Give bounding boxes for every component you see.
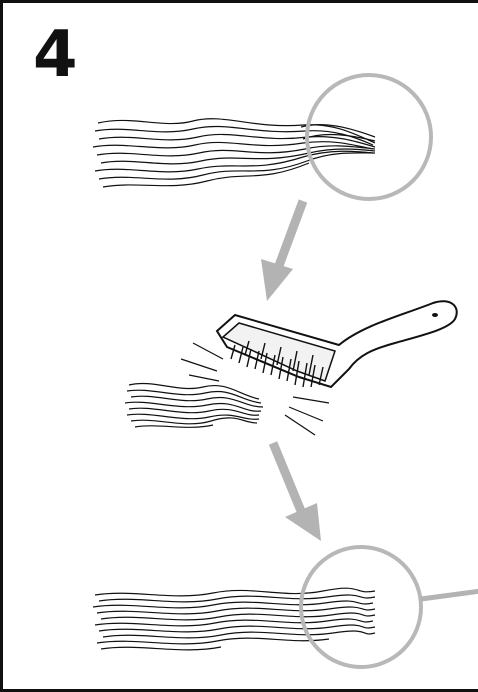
paddle-hairbrush-icon bbox=[217, 301, 457, 387]
brushed-hair-strand-icon bbox=[125, 383, 263, 427]
gray-arrow-icon bbox=[273, 443, 321, 541]
magnifier-circle-icon bbox=[301, 547, 421, 667]
magnifier-pointer bbox=[421, 591, 478, 599]
tangled-hair-strand-icon bbox=[93, 119, 375, 187]
gray-arrow-icon bbox=[261, 201, 303, 301]
smooth-hair-strand-icon bbox=[93, 588, 375, 650]
illustration bbox=[3, 3, 478, 692]
